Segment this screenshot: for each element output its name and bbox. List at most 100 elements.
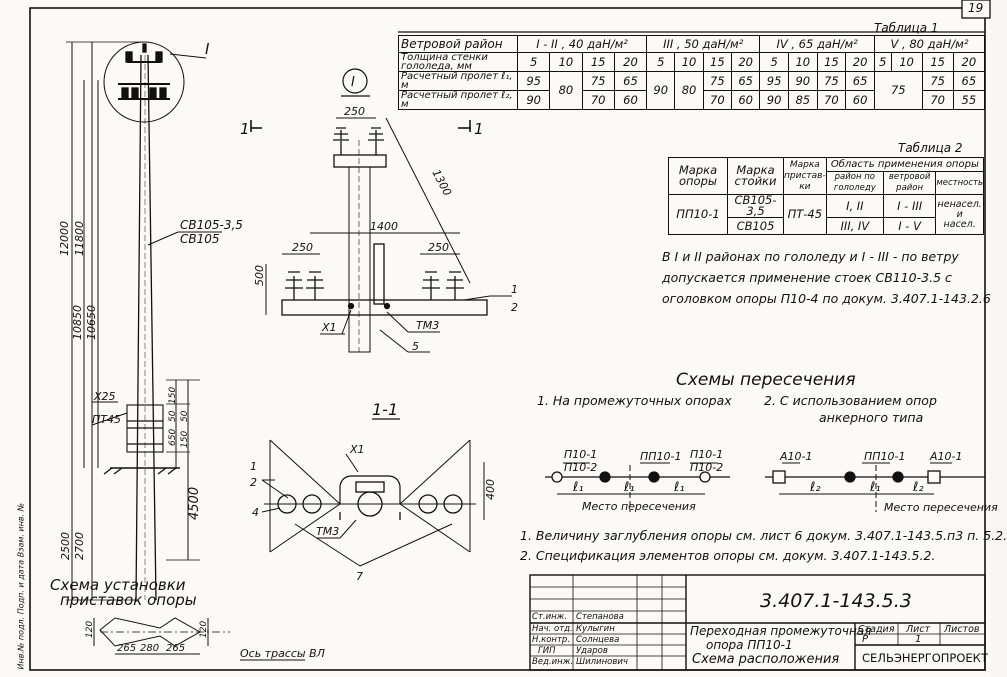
note-top-2: допускается применение стоек СВ110-3.5 с — [662, 270, 952, 285]
doc-code: 3.407.1-143.5.3 — [760, 590, 912, 612]
t2-veter2: I - V — [882, 217, 937, 235]
role-3: ГИП — [538, 646, 556, 656]
name-5: Степанова — [576, 612, 624, 622]
t1-r1-c5: 5 — [646, 52, 676, 72]
t1-r3-c7: 70 — [702, 90, 732, 110]
t2-stoyka1: СВ105-3,5 — [727, 194, 784, 218]
title-block-lines — [529, 574, 986, 671]
cross-l2: ℓ₂ — [809, 480, 821, 495]
detail-label-tm3: ТМ3 — [416, 319, 439, 332]
t1-r1-c13: 5 — [873, 52, 892, 72]
axis-label: Ось трассы ВЛ — [240, 647, 325, 660]
t1-r3-c1: 90 — [516, 90, 551, 110]
cross-l1c: ℓ₁ — [673, 480, 685, 495]
dim-120: 120 — [85, 621, 95, 638]
t1-r1-c8: 20 — [730, 52, 761, 72]
detail-callout: I — [351, 75, 355, 90]
dim-650: 650 — [168, 429, 178, 446]
pole-drawing — [66, 41, 262, 601]
t2-veter1: I - III — [882, 194, 937, 218]
cross-a-left: П10-1 — [564, 448, 597, 461]
detail-label-1: 1 — [511, 283, 518, 296]
t1-r1-c3: 15 — [581, 52, 615, 72]
t1-r1-c6: 10 — [674, 52, 704, 72]
cross-b-mid: ПП10-1 — [864, 450, 906, 463]
margin-stamp: Инв.№ подл. Подп. и дата Взам. инв. № — [16, 502, 26, 670]
role-2: Н.контр. — [532, 635, 571, 645]
dim-11800: 11800 — [73, 221, 86, 256]
note-2: 2. Спецификация элементов опоры см. доку… — [520, 548, 936, 563]
table1-region-4: V , 80 даН/м² — [873, 35, 986, 53]
dim-265a: 265 — [117, 643, 136, 654]
t1-r3-c15: 70 — [921, 90, 954, 110]
table1-region-3: IV , 65 даН/м² — [759, 35, 875, 53]
t1-r3-c8: 60 — [730, 90, 761, 110]
t1-r3-c9: 90 — [759, 90, 789, 110]
listov-header: Листов — [944, 624, 980, 635]
dim-250-left: 250 — [292, 241, 313, 254]
list-header: Лист — [906, 624, 931, 635]
role-4: Вед.инж. — [532, 657, 574, 667]
desc-1: Переходная промежуточная — [690, 624, 872, 638]
detail-label-2: 2 — [511, 301, 518, 314]
cross-b-left: А10-1 — [779, 450, 813, 463]
note-top-1: В I и II районах по гололеду и I - III -… — [662, 249, 959, 264]
detail-section-mark: 1 — [474, 120, 484, 138]
cross-mesto1: Место пересечения — [582, 500, 696, 513]
dim-10850: 10850 — [71, 305, 84, 340]
crossing-title: Схемы пересечения — [676, 370, 856, 390]
role-5: Ст.инж. — [532, 612, 568, 622]
t2-h-stoyka: Марка стойки — [727, 157, 784, 195]
t1-r3-c10: 85 — [787, 90, 818, 110]
label-x25: Х25 — [93, 390, 116, 403]
dim-500: 500 — [253, 265, 266, 286]
t1-r1-c9: 5 — [759, 52, 789, 72]
dim-120b: 120 — [199, 621, 209, 638]
desc-2: опора ПП10-1 — [706, 638, 793, 652]
section-label-1: 1 — [250, 460, 257, 473]
sheet-frame — [29, 7, 986, 671]
t2-h-oblast: Область применения опоры — [825, 157, 985, 172]
dim-50a: 50 — [168, 410, 178, 422]
table1-row-label: Расчетный пролет ℓ₁, м — [398, 71, 518, 91]
dim-280: 280 — [140, 643, 159, 654]
table2-title: Таблица 2 — [898, 141, 963, 155]
pole-label-stoyka2: СВ105 — [180, 232, 220, 246]
table1-region-2: III , 50 даН/м² — [646, 35, 761, 53]
detail-label-5: 5 — [412, 340, 419, 353]
t2-pristavka: ПТ-45 — [783, 194, 827, 235]
t1-r2-c7: 75 — [702, 71, 732, 91]
t2-gololed1: I, II — [825, 194, 884, 218]
pole-callout: I — [205, 40, 210, 58]
t1-r2-c5: 90 — [646, 71, 676, 110]
t2-mestnost2: насел. — [943, 218, 976, 230]
cross-mesto2: Место пересечения — [884, 501, 998, 514]
cross-a-left2: П10-2 — [564, 461, 597, 474]
drawing-labels: I 1 СВ105-3,5 СВ105 12000 11800 10850 10… — [50, 40, 998, 660]
sheet-number-box — [961, 0, 991, 19]
t1-r3-c12: 60 — [845, 90, 875, 110]
crossing-case2a: 2. С использованием опор — [764, 393, 937, 408]
t2-mestnost: ненасел. и насел. — [935, 194, 984, 235]
cross-l1: ℓ₁ — [572, 480, 584, 495]
table1-row-label: Расчетный пролет ℓ₂, м — [398, 90, 518, 110]
name-2: Солнцева — [576, 635, 620, 645]
t1-r2-c3: 75 — [581, 71, 615, 91]
callout-circle-top — [103, 41, 185, 123]
dim-12000: 12000 — [58, 221, 71, 256]
t1-r1-c11: 15 — [816, 52, 847, 72]
table1-header-label: Ветровой район — [398, 35, 518, 53]
role-1: Нач. отд. — [532, 624, 573, 634]
pristavka-scheme — [93, 617, 305, 661]
crossing-case2b: анкерного типа — [819, 410, 924, 425]
section-label-4: 4 — [252, 506, 259, 519]
t1-r2-c6: 80 — [674, 71, 704, 110]
t1-r1-c15: 15 — [921, 52, 954, 72]
t1-r2-c4: 65 — [613, 71, 648, 91]
section-label-tm3: ТМ3 — [316, 525, 339, 538]
t1-r2-c1: 95 — [516, 71, 551, 91]
dim-2700: 2700 — [73, 532, 86, 560]
detail-drawing — [265, 68, 512, 353]
cross-l1d: ℓ₁ — [869, 480, 881, 495]
t2-gololed2: III, IV — [825, 217, 884, 235]
